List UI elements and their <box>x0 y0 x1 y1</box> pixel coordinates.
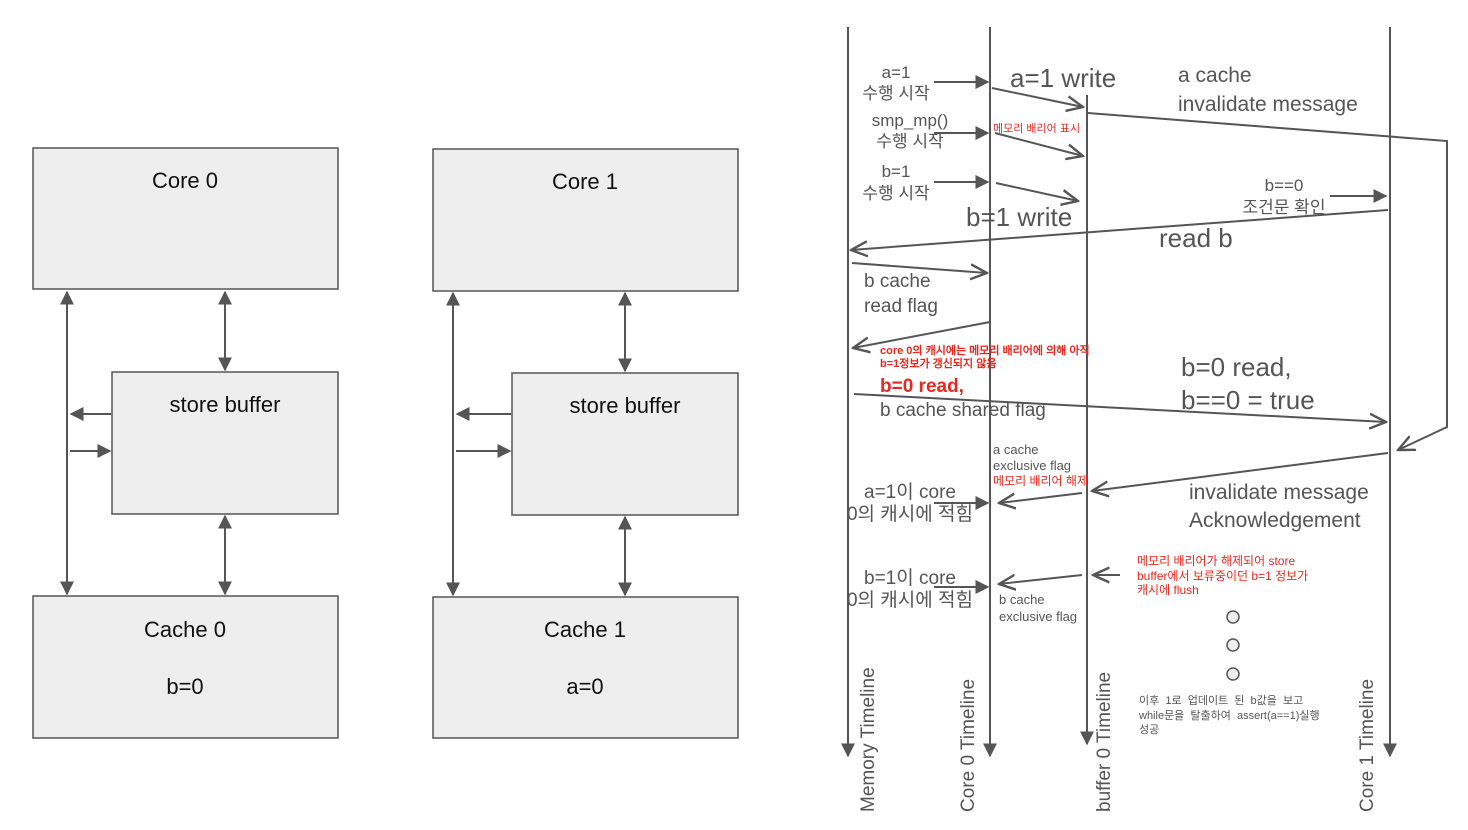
label: 성공 <box>1139 723 1159 736</box>
timeline-lanes: Memory Timeline Core 0 Timeline buffer 0… <box>841 27 1397 812</box>
label: a=1 write <box>1010 63 1116 93</box>
label: core 0의 캐시에는 메모리 배리어에 의해 아직 <box>880 343 1090 357</box>
arrow <box>851 262 987 273</box>
read-b-arrow <box>851 209 1389 250</box>
label: exclusive flag <box>993 458 1071 473</box>
cache1-box <box>432 596 739 739</box>
label: b=1 <box>882 162 911 181</box>
cache1-value: a=0 <box>566 674 603 699</box>
label: smp_mp() <box>872 111 949 130</box>
core1-label: Core 1 <box>552 169 618 194</box>
timeline-arrows <box>851 75 1448 594</box>
label: a=1이 core <box>864 481 956 503</box>
label: 수행 시작 <box>876 132 944 151</box>
ack-arrow <box>1092 452 1389 491</box>
invalidate-arrow <box>1087 112 1448 450</box>
label: 캐시에 flush <box>1137 583 1199 597</box>
label: read b <box>1159 223 1233 253</box>
shared-flag-arrow <box>853 393 1386 422</box>
label: b cache shared flag <box>880 400 1046 421</box>
store-buffer1-label: store buffer <box>570 393 681 418</box>
core1-architecture: Core 1 store buffer Cache 1 a=0 <box>432 148 739 739</box>
label: 메모리 배리어 해제 <box>993 474 1088 488</box>
label: b=1 write <box>966 202 1072 232</box>
store-buffer1-box <box>511 372 739 516</box>
core1-timeline-label: Core 1 Timeline <box>1357 679 1378 812</box>
core1-box <box>432 148 739 292</box>
buffer0-timeline-label: buffer 0 Timeline <box>1094 672 1115 812</box>
label: b cache <box>999 592 1045 607</box>
label: invalidate message <box>1189 481 1369 504</box>
core0-box <box>32 147 339 290</box>
memory-timeline-label: Memory Timeline <box>858 667 879 812</box>
label: buffer에서 보류중이던 b=1 정보가 <box>1137 569 1308 583</box>
label: 수행 시작 <box>862 184 930 203</box>
arrow <box>999 492 1083 503</box>
label: a=1 <box>882 63 911 82</box>
label: b==0 <box>1265 176 1304 195</box>
label: 수행 시작 <box>862 84 930 103</box>
label: while문을 탈출하여 assert(a==1)실행 <box>1138 708 1320 722</box>
label: b=1정보가 갱신되지 않음 <box>880 356 996 370</box>
core0-timeline-label: Core 0 Timeline <box>958 679 979 812</box>
arrow <box>991 87 1083 107</box>
label: 이후 1로 업데이트 된 b값을 보고 <box>1139 694 1303 707</box>
label: 메모리 배리어 표시 <box>993 122 1080 135</box>
label: 0의 캐시에 적힘 <box>847 589 973 611</box>
ellipsis-dot <box>1226 667 1240 681</box>
label: 조건문 확인 <box>1243 198 1326 217</box>
label: b=0 read, <box>1181 352 1292 382</box>
cache0-label: Cache 0 <box>144 617 226 642</box>
label: b=0 read, <box>880 376 964 397</box>
cache1-label: Cache 1 <box>544 617 626 642</box>
cache0-box <box>32 595 339 739</box>
arrow <box>995 182 1078 201</box>
label: b=1이 core <box>864 567 956 589</box>
label: a cache <box>993 442 1039 457</box>
label: Acknowledgement <box>1189 509 1361 532</box>
label: 메모리 배리어가 해제되어 store <box>1137 554 1295 568</box>
label: b==0 = true <box>1181 385 1315 415</box>
core0-label: Core 0 <box>152 168 218 193</box>
timeline-labels: a=1 수행 시작 smp_mp() 수행 시작 b=1 수행 시작 a=1 w… <box>847 63 1369 736</box>
label: b cache <box>864 271 931 292</box>
ellipsis-dot <box>1226 610 1240 624</box>
arrow <box>999 575 1083 584</box>
label: read flag <box>864 296 938 317</box>
label: invalidate message <box>1178 93 1358 116</box>
store-buffer0-box <box>111 371 339 515</box>
store-buffer0-label: store buffer <box>170 392 281 417</box>
label: a cache <box>1178 64 1252 87</box>
arrow <box>853 321 991 348</box>
arrow <box>994 132 1083 156</box>
cache0-value: b=0 <box>166 674 203 699</box>
core0-architecture: Core 0 store buffer Cache 0 b=0 <box>32 147 339 739</box>
label: exclusive flag <box>999 609 1077 624</box>
label: 0의 캐시에 적힘 <box>847 503 973 525</box>
ellipsis-dot <box>1226 638 1240 652</box>
